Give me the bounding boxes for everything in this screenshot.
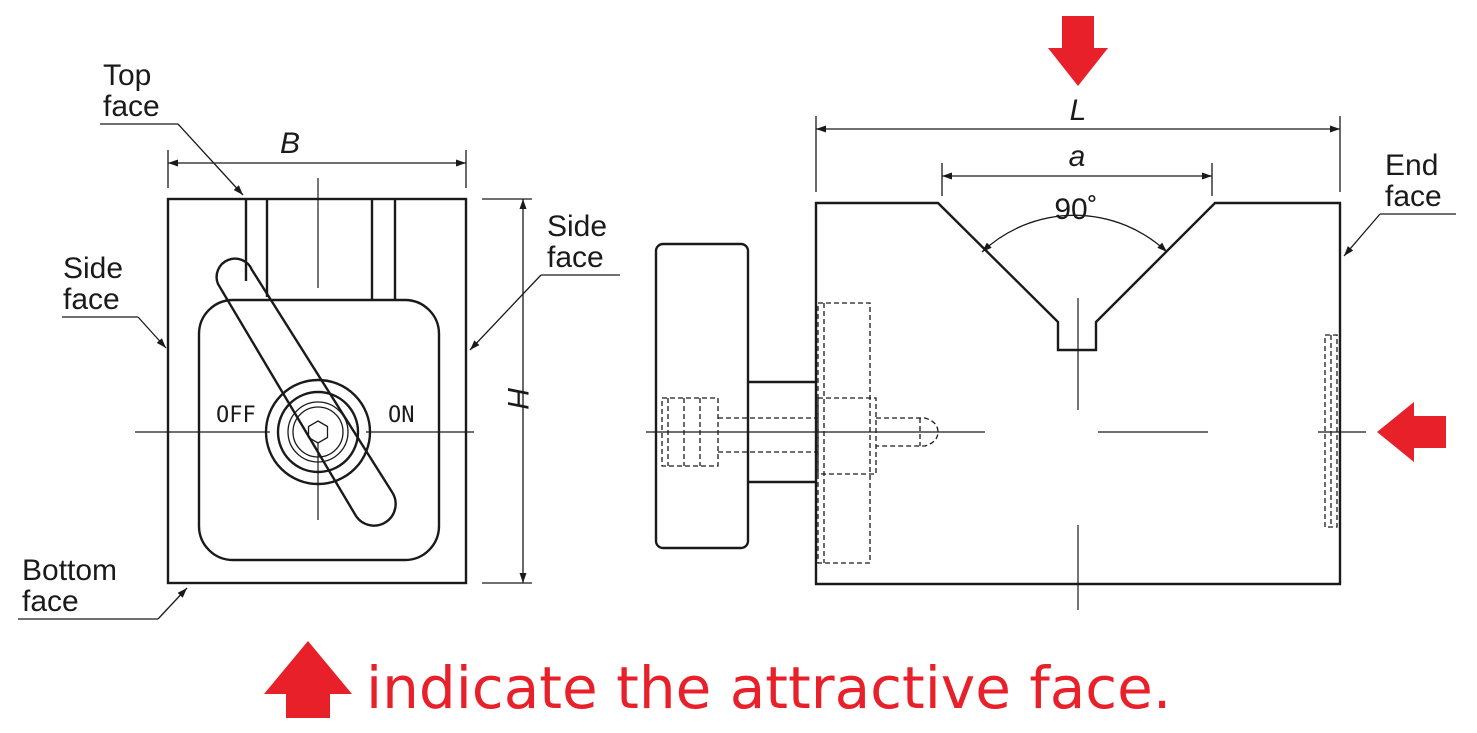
legend-text: indicate the attractive face. (366, 654, 1171, 722)
switch-off-label: OFF (216, 403, 256, 428)
svg-text:face: face (1385, 180, 1442, 213)
switch-plate (197, 298, 441, 562)
switch-on-label: ON (388, 403, 415, 428)
svg-text:face: face (103, 90, 160, 123)
svg-text:90˚: 90˚ (1054, 193, 1097, 226)
dimension-h: H (482, 198, 534, 584)
attractive-face-arrow-end (1377, 402, 1446, 462)
svg-text:H: H (501, 387, 534, 409)
svg-text:B: B (280, 127, 300, 160)
hidden-lines (661, 302, 1338, 564)
svg-text:Side: Side (63, 252, 123, 285)
label-top-face: Top face (100, 59, 244, 196)
attractive-face-arrow-top (1048, 16, 1108, 86)
label-side-face-right: Side face (469, 210, 620, 351)
label-end-face: End face (1343, 149, 1456, 257)
legend-arrow-icon (264, 641, 352, 718)
groove-angle: 90˚ (981, 193, 1168, 253)
top-slot (244, 199, 397, 300)
front-view: OFF ON B H Top face Side face (18, 59, 620, 620)
switch-lever[interactable] (215, 257, 397, 527)
switch-knob[interactable] (654, 242, 816, 550)
dimension-b: B (167, 127, 467, 188)
svg-text:L: L (1070, 94, 1087, 127)
dimension-a: a (941, 140, 1213, 196)
svg-text:face: face (22, 585, 79, 618)
svg-text:End: End (1385, 149, 1438, 182)
legend: indicate the attractive face. (264, 641, 1171, 722)
svg-text:face: face (547, 241, 604, 274)
svg-text:Top: Top (103, 59, 151, 92)
label-side-face-left: Side face (62, 252, 167, 349)
label-bottom-face: Bottom face (18, 554, 188, 620)
dimension-l: L (815, 94, 1341, 192)
side-body-outline (814, 201, 1342, 586)
svg-text:Side: Side (547, 210, 607, 243)
svg-text:a: a (1069, 140, 1086, 173)
svg-text:Bottom: Bottom (22, 554, 117, 587)
side-view: L a 90˚ End face (646, 94, 1456, 610)
svg-text:face: face (63, 283, 120, 316)
hex-socket-icon (307, 420, 329, 444)
front-body-outline (166, 197, 468, 585)
